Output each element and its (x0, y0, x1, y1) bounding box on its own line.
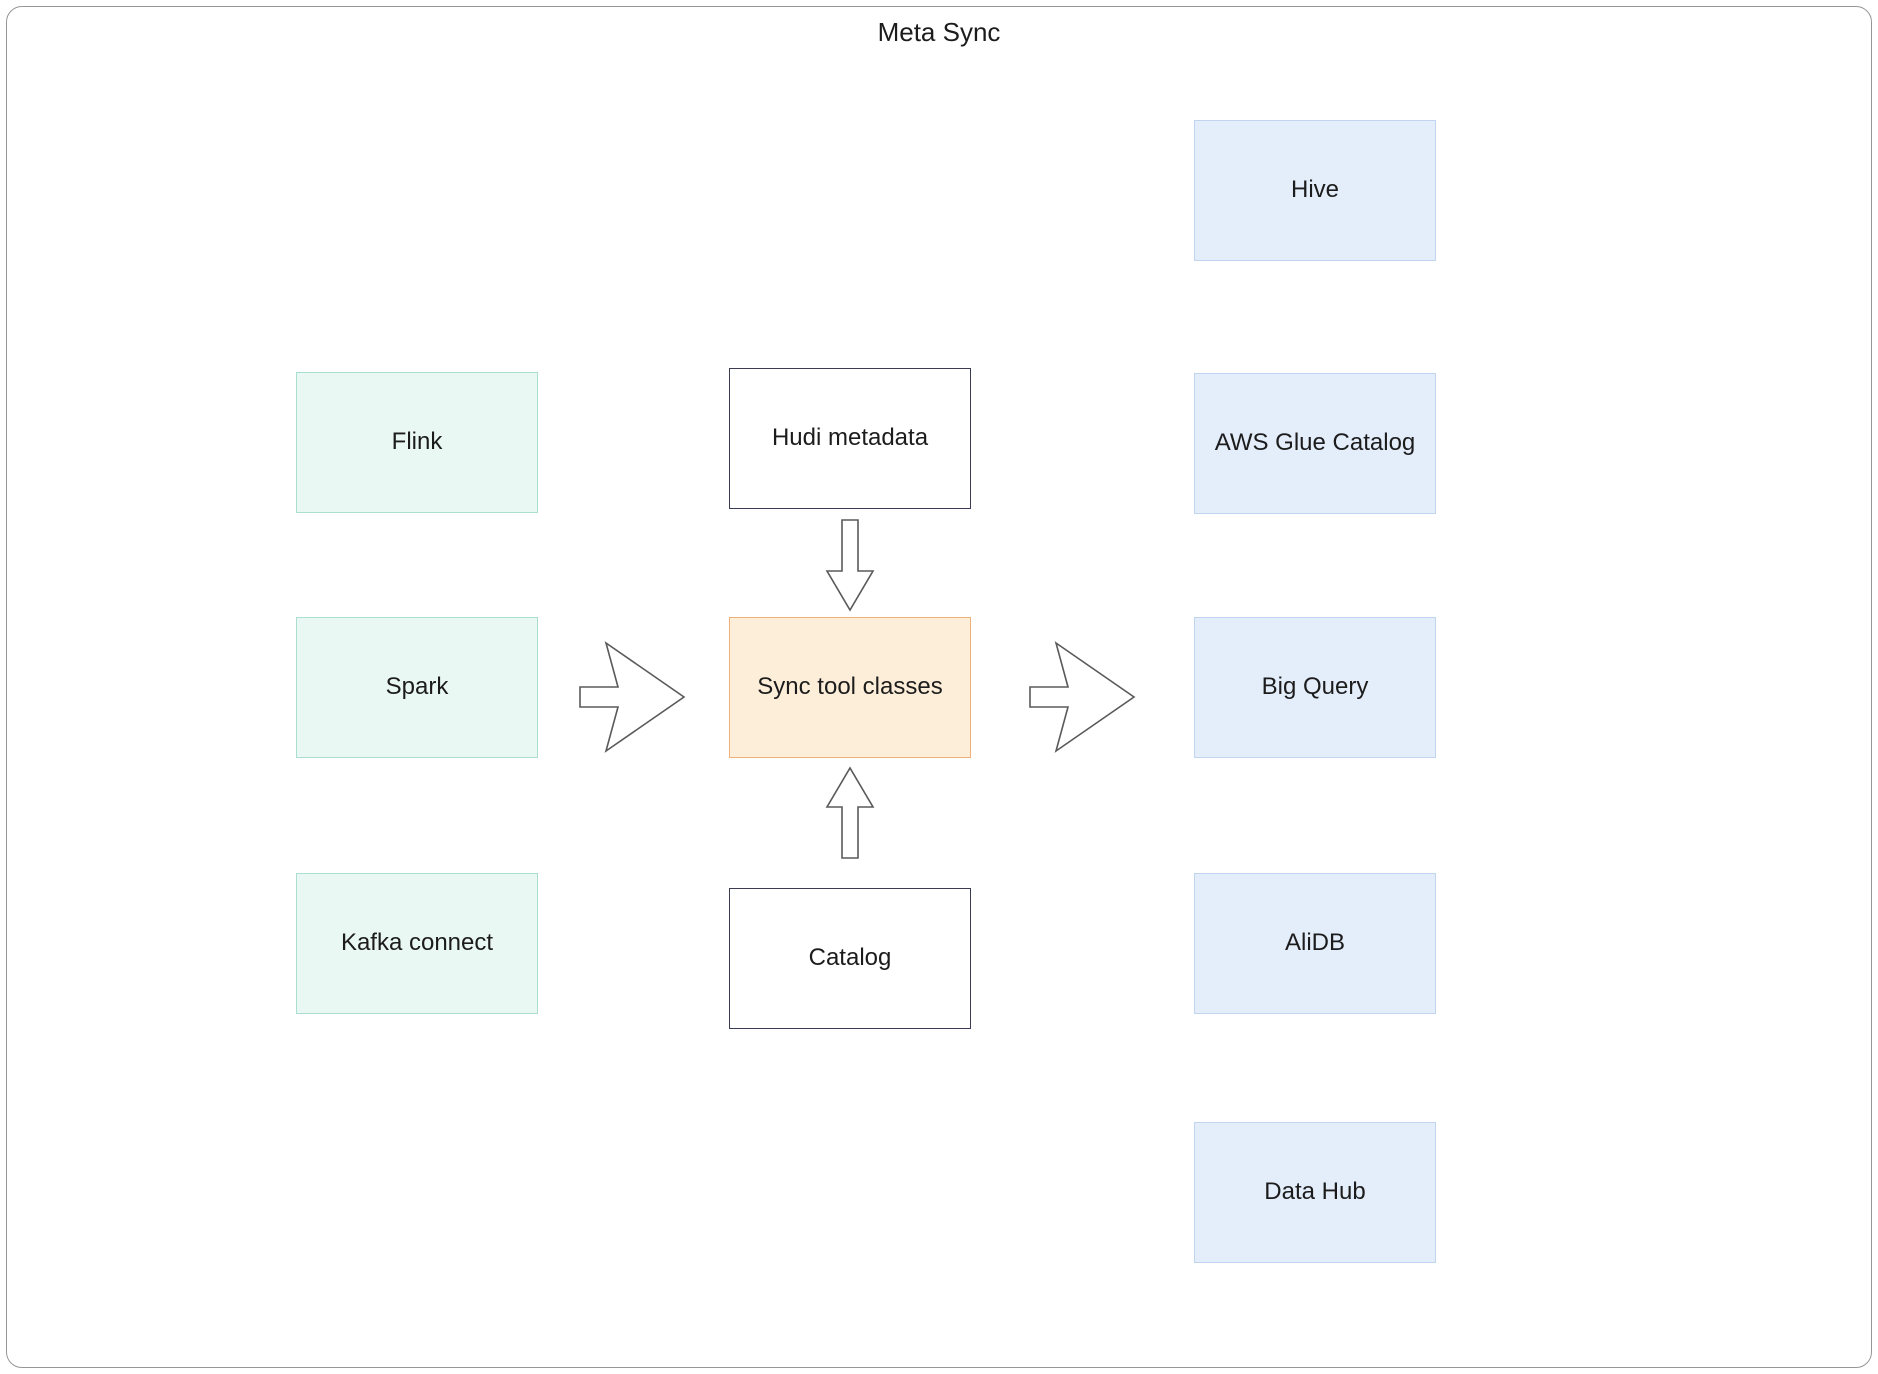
node-catalog: Catalog (729, 888, 971, 1029)
node-catalog-label: Catalog (808, 944, 892, 972)
node-hive-label: Hive (1290, 176, 1339, 204)
down-arrow-hudi-to-sync-icon (825, 519, 875, 612)
node-flink: Flink (296, 372, 538, 513)
node-big-query-label: Big Query (1261, 673, 1369, 701)
node-hudi-metadata: Hudi metadata (729, 368, 971, 509)
right-arrow-sync-to-targets-icon (1029, 641, 1136, 753)
right-arrow-sources-to-sync-icon (579, 641, 686, 753)
node-sync-tool-classes-label: Sync tool classes (757, 673, 943, 701)
diagram-title: Meta Sync (877, 17, 1001, 47)
node-aws-glue-catalog: AWS Glue Catalog (1194, 373, 1436, 514)
node-data-hub-label: Data Hub (1264, 1178, 1366, 1206)
node-alidb-label: AliDB (1284, 929, 1345, 957)
node-data-hub: Data Hub (1194, 1122, 1436, 1263)
node-spark-label: Spark (385, 673, 449, 701)
node-flink-label: Flink (391, 428, 443, 456)
node-kafka-connect: Kafka connect (296, 873, 538, 1014)
node-hudi-metadata-label: Hudi metadata (771, 424, 929, 452)
up-arrow-catalog-to-sync-icon (825, 766, 875, 859)
node-spark: Spark (296, 617, 538, 758)
node-alidb: AliDB (1194, 873, 1436, 1014)
node-hive: Hive (1194, 120, 1436, 261)
node-aws-glue-catalog-label: AWS Glue Catalog (1214, 429, 1416, 457)
node-kafka-connect-label: Kafka connect (340, 929, 494, 957)
diagram-frame (6, 6, 1872, 1368)
node-big-query: Big Query (1194, 617, 1436, 758)
node-sync-tool-classes: Sync tool classes (729, 617, 971, 758)
